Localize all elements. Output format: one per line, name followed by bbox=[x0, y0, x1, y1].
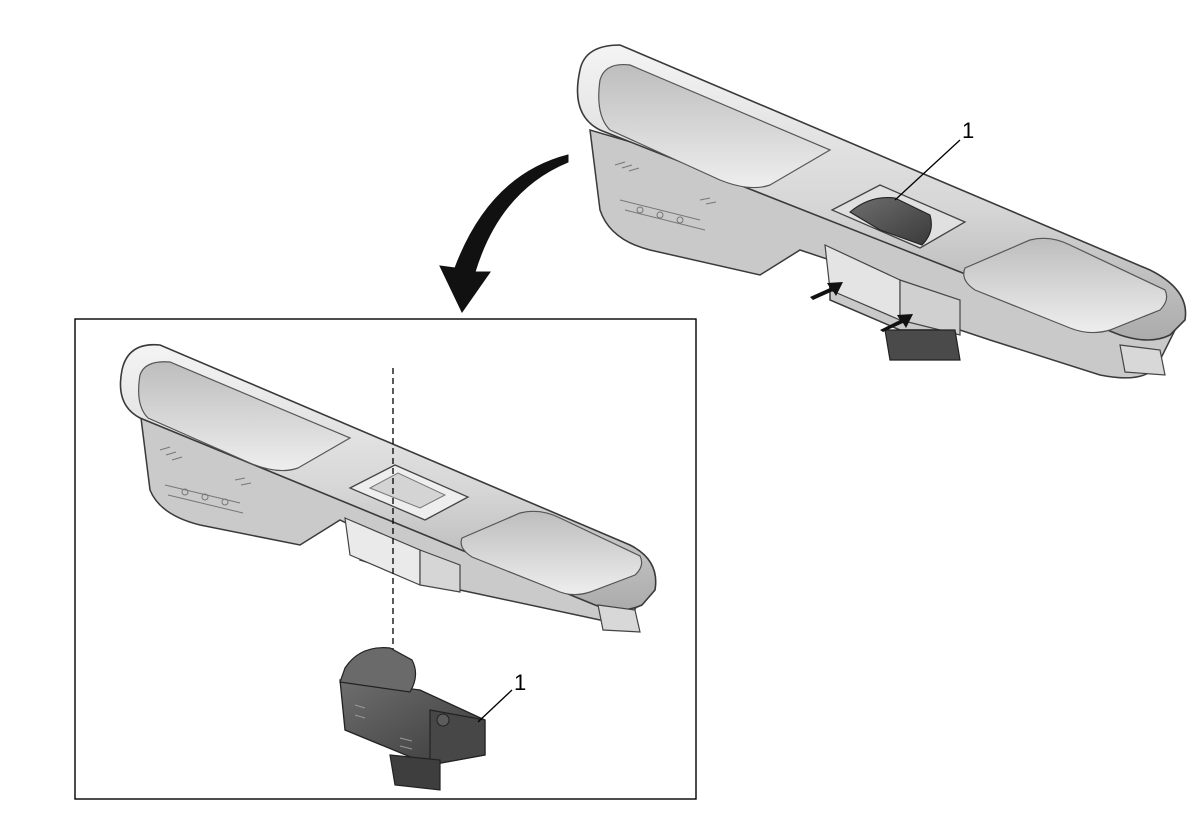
release-tab-arrow-icon bbox=[810, 282, 913, 332]
callout-label-detail: 1 bbox=[514, 670, 526, 695]
bezel-assembly-installed bbox=[576, 44, 1187, 379]
callout-label-top: 1 bbox=[962, 118, 974, 143]
window-switch-removed bbox=[339, 647, 486, 791]
detail-frame bbox=[74, 318, 697, 800]
bezel-assembly-removed bbox=[119, 343, 657, 633]
bezel-side-ribs bbox=[614, 161, 717, 231]
curved-arrow-icon bbox=[439, 154, 569, 313]
callout-top: 1 bbox=[894, 118, 974, 201]
callout-detail: 1 bbox=[477, 670, 526, 723]
